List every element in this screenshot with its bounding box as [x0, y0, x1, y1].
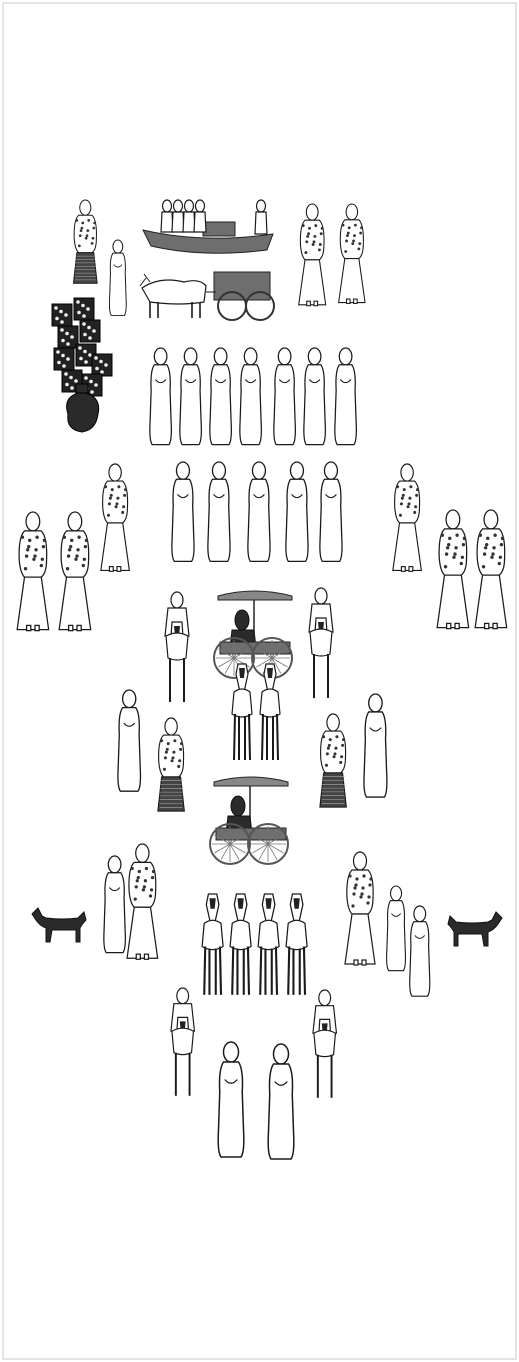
- horse: [230, 894, 251, 995]
- figurine-group: [17, 200, 507, 1159]
- patterned-robe-figure: [345, 852, 375, 965]
- mounted-rider: [309, 588, 333, 698]
- standing-figure: [248, 462, 270, 561]
- patterned-robe-figure: [59, 512, 91, 631]
- standing-figure: [410, 906, 430, 996]
- standing-figure: [104, 856, 126, 953]
- horse: [202, 894, 223, 995]
- standing-figure: [150, 348, 172, 445]
- standing-figure: [364, 694, 387, 797]
- patterned-robe-figure: [158, 718, 185, 811]
- carriage: [210, 777, 288, 864]
- standing-figure: [180, 348, 202, 445]
- patterned-robe-figure: [101, 464, 130, 571]
- patterned-robe-figure: [17, 512, 48, 631]
- patterned-robe-figure: [475, 510, 507, 629]
- patterned-robe-figure: [73, 200, 97, 283]
- standing-figure: [208, 462, 230, 561]
- patterned-robe-figure: [320, 714, 347, 807]
- standing-figure: [268, 1044, 294, 1159]
- standing-figure: [240, 348, 262, 445]
- patterned-robe-figure: [437, 510, 469, 629]
- standing-figure: [335, 348, 357, 445]
- mounted-rider: [171, 988, 195, 1096]
- dog: [448, 912, 502, 946]
- mounted-rider: [313, 990, 337, 1098]
- standing-figure: [218, 1042, 244, 1157]
- dog: [32, 908, 86, 942]
- boat: [143, 200, 273, 253]
- patterned-robe-figure: [339, 204, 365, 303]
- horse: [286, 894, 307, 995]
- standing-figure: [210, 348, 232, 445]
- patterned-robe-figure: [393, 464, 422, 571]
- standing-figure: [304, 348, 326, 445]
- jar: [52, 298, 112, 432]
- standing-figure: [172, 462, 194, 561]
- mounted-rider: [165, 592, 189, 702]
- standing-figure: [286, 462, 308, 561]
- patterned-robe-figure: [127, 844, 158, 959]
- standing-figure: [274, 348, 296, 445]
- standing-figure: [118, 690, 141, 791]
- carriage: [214, 591, 292, 678]
- standing-figure: [387, 886, 406, 971]
- standing-figure: [320, 462, 342, 561]
- horse: [260, 664, 280, 760]
- ox-cart: [140, 272, 274, 320]
- horse: [258, 894, 279, 995]
- patterned-robe-figure: [299, 204, 326, 306]
- standing-figure: [109, 240, 126, 315]
